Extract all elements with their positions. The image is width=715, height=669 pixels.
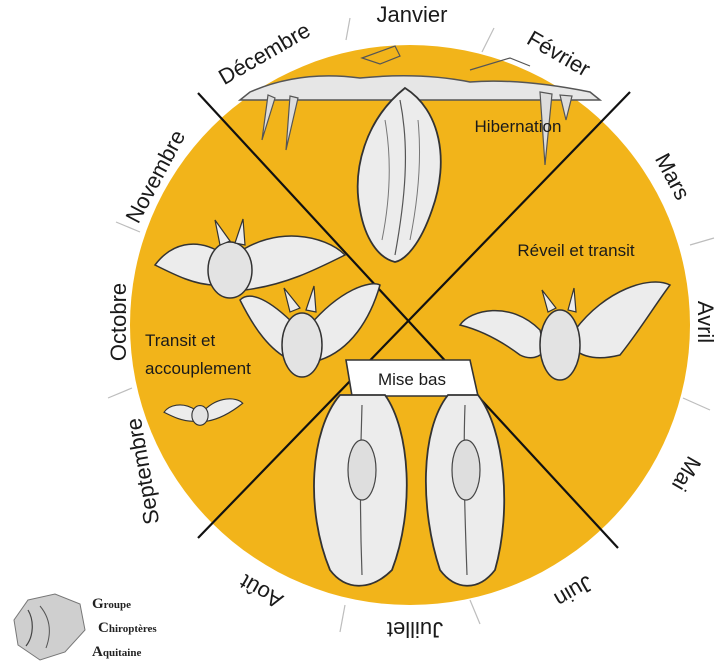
separator-tick [690,238,714,245]
logo-line3-cap: A [92,644,103,660]
logo-line3-rest: quitaine [103,647,142,659]
month-label-juillet: Juillet [387,617,443,642]
phase-label-mise-bas: Mise bas [378,370,446,389]
month-label-mai: Mai [667,452,706,495]
bat-hanging-icon [426,395,504,586]
svg-text:Chiroptères: Chiroptères [98,620,157,636]
month-label-fevrier: Février [523,26,595,82]
separator-tick [108,388,132,398]
logo: Groupe Chiroptères Aquitaine [14,594,157,660]
month-label-juin: Juin [550,571,597,613]
svg-text:Groupe: Groupe [92,596,131,612]
month-label-janvier: Janvier [377,2,448,27]
phase-label-transit-line2: accouplement [145,359,251,378]
logo-line2-cap: C [98,620,109,636]
separator-tick [683,398,710,410]
phase-label-hibernation: Hibernation [475,117,562,136]
month-label-aout: Août [235,569,287,613]
logo-line1-cap: G [92,596,104,612]
logo-line1-rest: roupe [104,599,131,611]
phase-label-transit-line1: Transit et [145,331,216,350]
logo-line2-rest: hiroptères [109,623,158,635]
separator-tick [470,600,480,624]
month-label-octobre: Octobre [106,283,131,361]
separator-tick [340,605,345,632]
svg-text:Aquitaine: Aquitaine [92,644,141,660]
separator-tick [482,28,494,52]
bat-hanging-icon [314,395,407,586]
separator-tick [346,18,350,40]
month-label-avril: Avril [693,301,715,343]
logo-icon [14,594,85,660]
phase-label-reveil: Réveil et transit [517,241,634,260]
